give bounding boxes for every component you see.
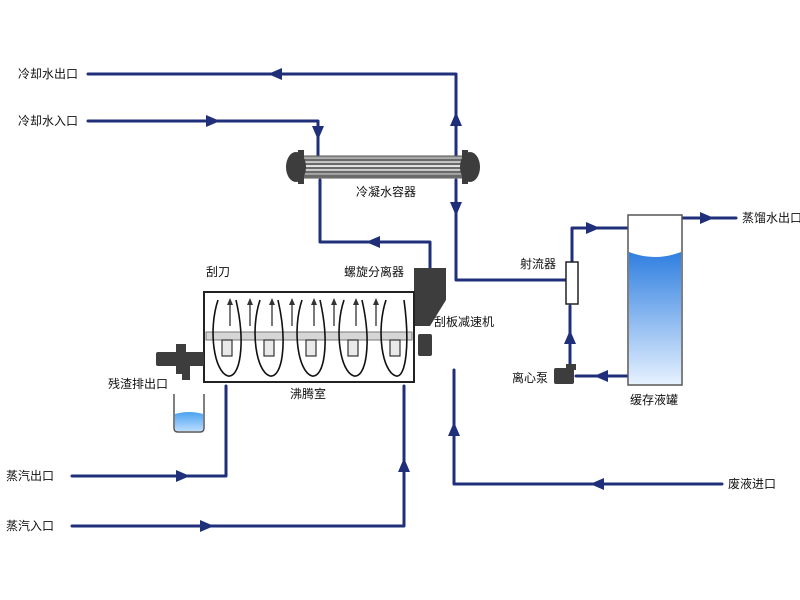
buffer-tank-label: 缓存液罐 — [630, 392, 678, 407]
arrow-icon — [700, 212, 714, 224]
arrow-icon — [206, 115, 220, 127]
ejector-label: 射流器 — [520, 256, 556, 271]
scraper-label: 刮刀 — [206, 265, 230, 279]
arrow-icon — [564, 330, 576, 344]
cooling-water-outlet-pipe — [86, 72, 458, 162]
arrow-icon — [450, 112, 462, 126]
condenser-icon — [286, 150, 480, 184]
screw-separator-icon — [414, 268, 446, 326]
beaker-icon — [173, 394, 205, 433]
arrow-icon — [268, 68, 282, 80]
steam-outlet-label: 蒸汽出口 — [6, 468, 54, 483]
vapor-up-arrows — [227, 298, 379, 326]
arrow-icon — [590, 478, 604, 490]
ejector-to-tank-pipe — [570, 226, 630, 264]
residue-outlet-fitting — [156, 344, 204, 380]
tank-icon — [627, 214, 683, 386]
arrow-icon — [448, 422, 460, 436]
waste-liquid-inlet-pipe — [452, 368, 724, 486]
cooling-water-inlet-pipe — [86, 119, 320, 157]
screw-separator-label: 螺旋分离器 — [344, 264, 404, 279]
steam-inlet-label: 蒸汽入口 — [6, 518, 54, 533]
condenser-label: 冷凝水容器 — [356, 184, 416, 199]
ejector-icon — [565, 261, 579, 305]
arrow-icon — [312, 126, 324, 140]
arrow-icon — [450, 202, 462, 216]
arrow-icon — [366, 236, 380, 248]
waste-liquid-inlet-label: 废液进口 — [728, 476, 776, 491]
scraper-blade-icon — [212, 299, 408, 377]
arrow-icon — [594, 370, 608, 382]
steam-inlet-pipe — [70, 384, 406, 528]
scraper-reducer-icon — [418, 334, 432, 356]
cooling-water-inlet-label: 冷却水入口 — [18, 114, 78, 128]
arrow-icon — [398, 458, 410, 472]
cooling-water-outlet-label: 冷却水出口 — [18, 67, 78, 81]
distillate-outlet-label: 蒸馏水出口 — [742, 211, 800, 225]
arrow-icon — [586, 222, 600, 234]
arrow-icon — [200, 520, 214, 532]
boiling-chamber-label: 沸腾室 — [290, 386, 326, 401]
steam-outlet-pipe — [70, 384, 228, 478]
centrifugal-pump-label: 离心泵 — [512, 370, 548, 385]
residue-outlet-label: 残渣排出口 — [108, 377, 168, 391]
pump-icon — [554, 364, 576, 384]
scraper-reducer-label: 刮板减速机 — [434, 315, 494, 329]
arrow-icon — [176, 470, 190, 482]
